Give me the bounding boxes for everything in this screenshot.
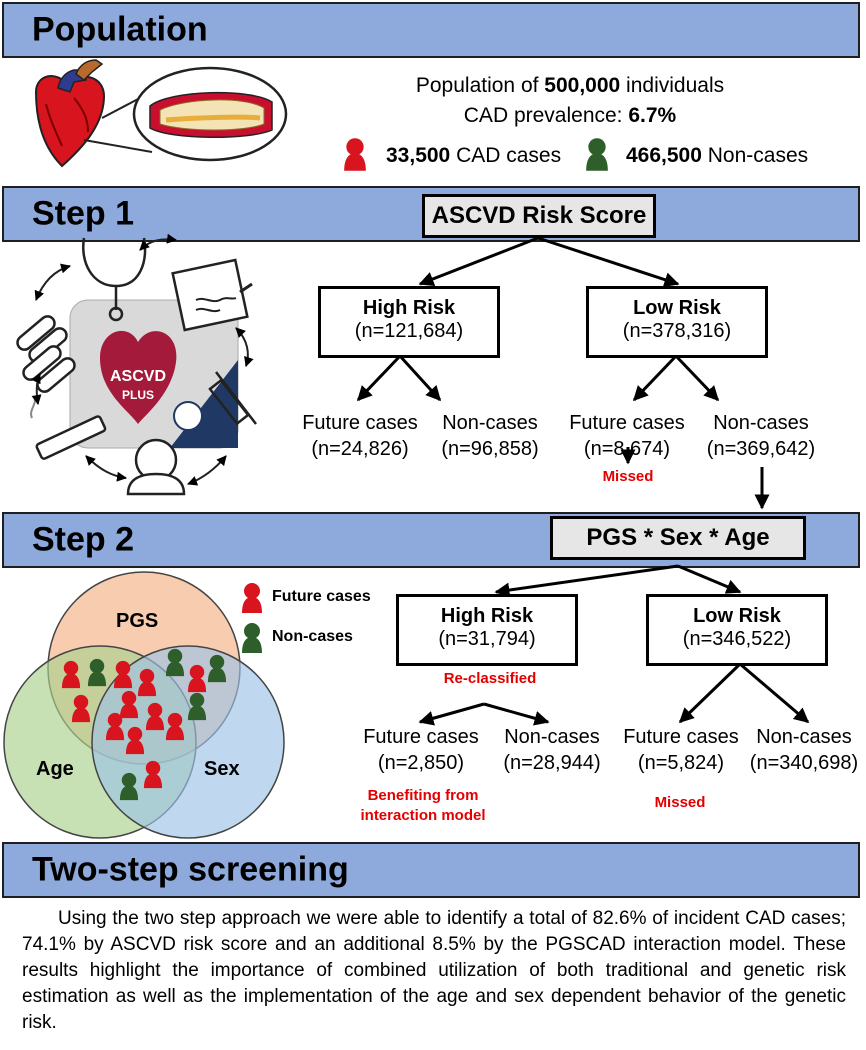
heart-icon	[34, 59, 106, 168]
step1-high-non-cases: Non-cases (n=96,858)	[441, 412, 539, 460]
venn-label-sex: Sex	[204, 758, 240, 780]
venn-label-age: Age	[36, 758, 74, 780]
collage-cycle-arrows	[31, 233, 254, 486]
step1-high-future-cases: Future cases (n=24,826)	[302, 412, 418, 460]
cad-cases-count: 33,500 CAD cases	[386, 144, 562, 167]
pgs-sex-age-box: PGS * Sex * Age	[550, 516, 806, 560]
syringe-icon	[208, 371, 257, 426]
stethoscope-icon	[82, 237, 147, 322]
step1-arrows	[356, 236, 770, 510]
reclassified-label: Re-classified	[443, 670, 537, 687]
legend-future-cases: Future cases	[272, 588, 371, 605]
step1-low-future-cases: Future cases (n=8,674)	[569, 412, 685, 460]
population-title: Population	[32, 10, 208, 49]
step2-high-non-cases: Non-cases (n=28,944)	[503, 726, 601, 774]
two-step-banner: Two-step screening	[2, 842, 860, 898]
document-icon	[171, 258, 253, 332]
cad-prevalence: CAD prevalence: 6.7%	[463, 104, 677, 127]
population-banner: Population	[2, 2, 860, 58]
step2-missed-label: Missed	[654, 794, 706, 811]
pills-icon	[16, 315, 76, 393]
step1-missed-label: Missed	[602, 468, 654, 485]
step2-arrows	[418, 564, 810, 726]
step2-low-non-cases: Non-cases (n=340,698)	[749, 726, 859, 774]
step1-title: Step 1	[32, 194, 135, 233]
summary-paragraph: Using the two step approach we were able…	[22, 908, 846, 1033]
legend-case-icon	[242, 583, 262, 613]
two-step-title: Two-step screening	[32, 850, 349, 889]
step2-low-risk-box: Low Risk (n=346,522)	[646, 594, 828, 666]
non-cases-count: 466,500 Non-cases	[626, 144, 809, 167]
legend-non-cases: Non-cases	[272, 628, 353, 645]
noncase-person-icon	[586, 138, 608, 171]
venn-label-pgs: PGS	[116, 610, 159, 632]
step2-high-future-cases: Future cases (n=2,850)	[363, 726, 479, 774]
step1-low-non-cases: Non-cases (n=369,642)	[706, 412, 816, 460]
case-person-icon	[344, 138, 366, 171]
step1-low-risk-box: Low Risk (n=378,316)	[586, 286, 768, 358]
ascvd-app-icon	[69, 299, 239, 449]
legend-noncase-icon	[242, 623, 262, 653]
benefiting-label: Benefiting from interaction model	[360, 787, 486, 824]
step2-title: Step 2	[32, 520, 135, 559]
ascvd-app-label: ASCVD PLUS	[109, 368, 166, 402]
step1-high-risk-box: High Risk (n=121,684)	[318, 286, 500, 358]
patient-icon	[126, 438, 186, 496]
step2-high-risk-box: High Risk (n=31,794)	[396, 594, 578, 666]
artery-icon	[132, 66, 288, 162]
step2-low-future-cases: Future cases (n=5,824)	[623, 726, 739, 774]
population-size: Population of 500,000 individuals	[415, 74, 725, 97]
ascvd-risk-score-box: ASCVD Risk Score	[422, 194, 656, 238]
